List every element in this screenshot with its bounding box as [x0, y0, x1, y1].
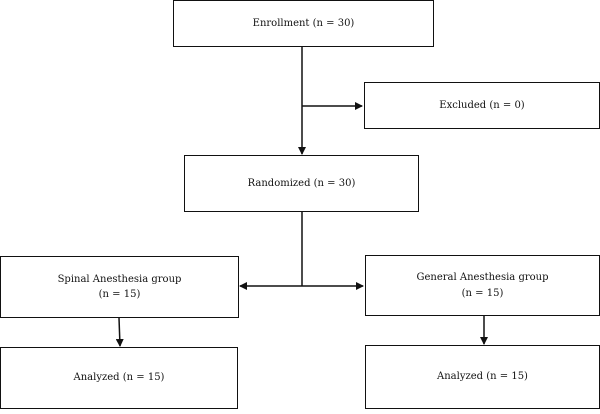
arrow-spinal-to-analyzed	[115, 317, 124, 347]
excluded-box: Excluded (n = 0)	[364, 82, 600, 129]
enrollment-label: Enrollment (n = 30)	[252, 17, 355, 29]
analyzed-spinal-label: Analyzed (n = 15)	[73, 372, 165, 384]
enrollment-box: Enrollment (n = 30)	[173, 0, 434, 47]
analyzed-spinal-box: Analyzed (n = 15)	[0, 347, 238, 409]
randomized-box: Randomized (n = 30)	[184, 155, 419, 212]
general-anesthesia-group-box: General Anesthesia group (n = 15)	[365, 255, 600, 316]
general-group-count: (n = 15)	[461, 287, 504, 299]
spinal-group-count: (n = 15)	[98, 289, 141, 300]
analyzed-general-label: Analyzed (n = 15)	[437, 371, 528, 383]
excluded-label: Excluded (n = 0)	[439, 99, 525, 111]
general-group-label: General Anesthesia group	[416, 272, 549, 283]
randomized-label: Randomized (n = 30)	[247, 177, 356, 189]
spinal-group-label: Spinal Anesthesia group	[57, 273, 182, 285]
spinal-anesthesia-group-box: Spinal Anesthesia group (n = 15)	[0, 256, 239, 318]
analyzed-general-box: Analyzed (n = 15)	[365, 345, 600, 409]
